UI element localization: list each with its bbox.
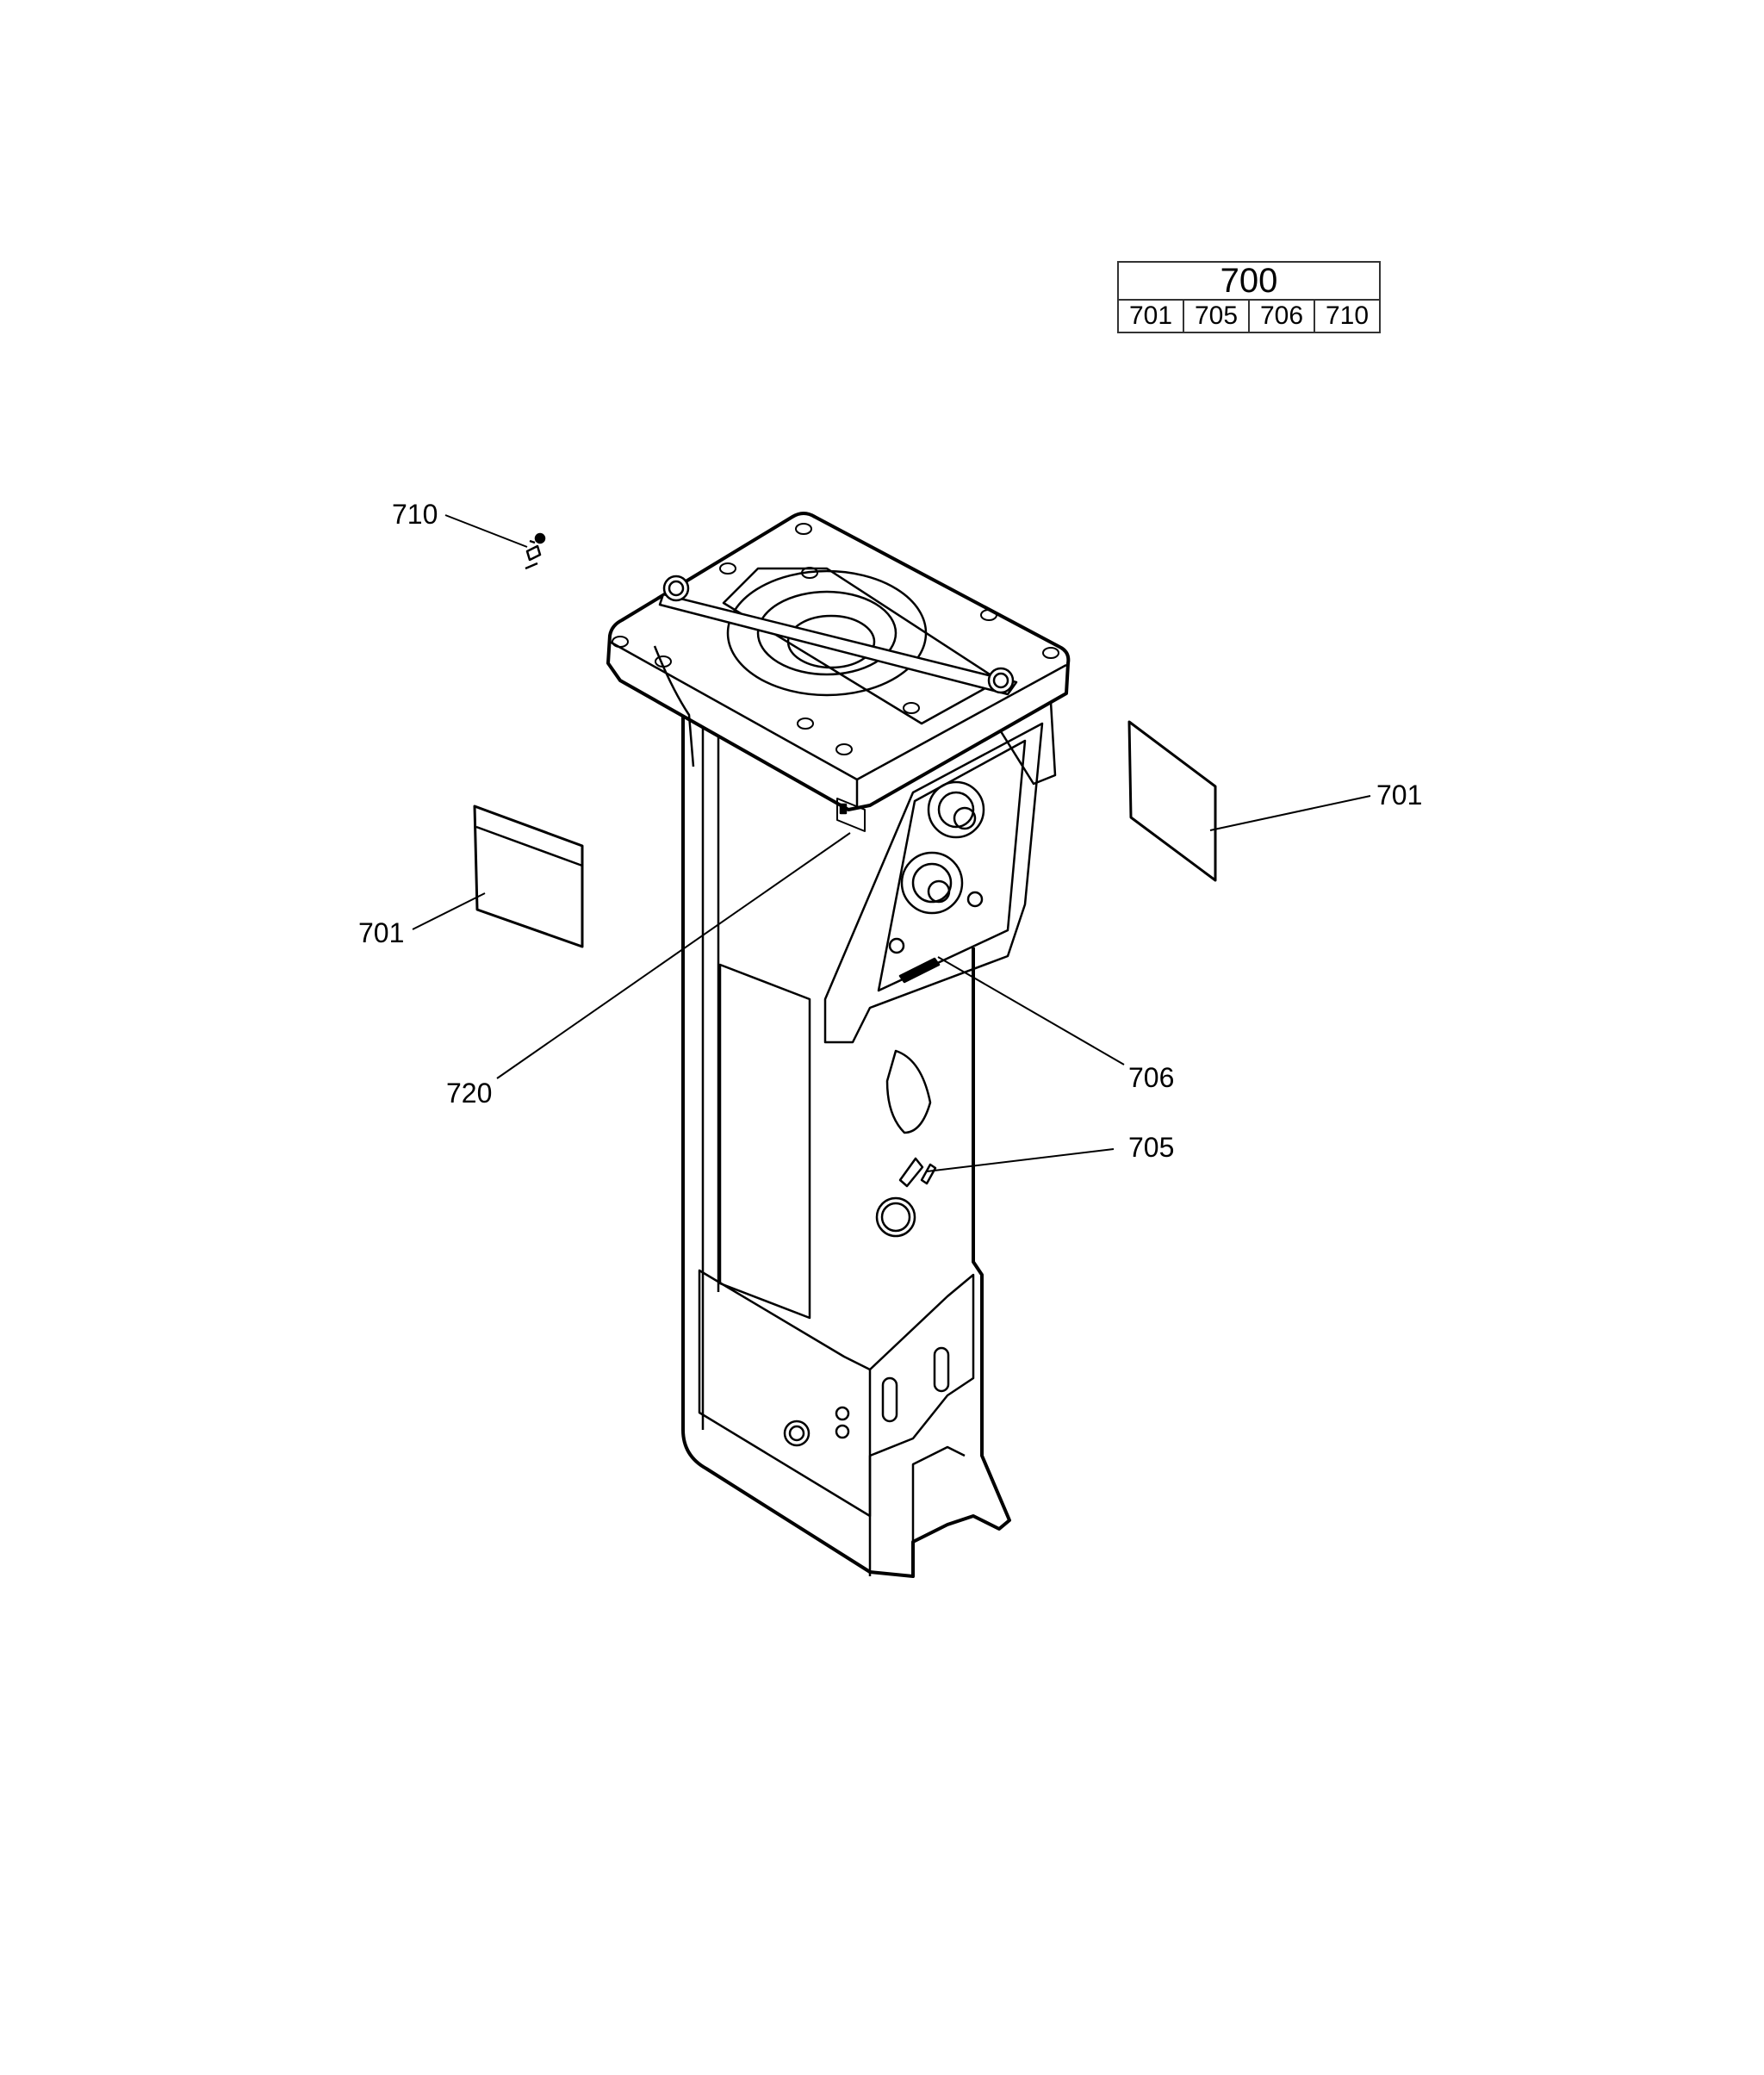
decal-701-left: [473, 805, 584, 948]
parts-reference-table: 700 701 705 706 710: [1117, 261, 1381, 333]
part-710-hardware: [525, 532, 546, 570]
item-number: 701: [1117, 299, 1184, 333]
item-number: 706: [1248, 299, 1315, 333]
callout-720: 720: [446, 1078, 493, 1109]
leader-lines: [412, 514, 1371, 1172]
item-number: 710: [1314, 299, 1381, 333]
part-706-decal: [898, 957, 941, 984]
leader-701-left: [412, 892, 486, 930]
callout-701-left: 701: [358, 917, 405, 948]
callout-710: 710: [392, 499, 438, 530]
leader-701-right: [1209, 795, 1371, 831]
part-720-nameplate: [836, 798, 866, 832]
decal-701-right: [1127, 720, 1217, 882]
breaker-body: [681, 689, 1011, 1578]
callout-706: 706: [1128, 1062, 1175, 1093]
callout-705: 705: [1128, 1132, 1175, 1163]
part-705-decal: [920, 1163, 937, 1185]
group-number: 700: [1117, 261, 1381, 301]
item-number: 705: [1183, 299, 1250, 333]
leader-710: [444, 514, 528, 548]
leader-720: [496, 832, 851, 1079]
leader-706: [937, 956, 1125, 1065]
leader-705: [926, 1148, 1115, 1172]
callout-701-right: 701: [1376, 780, 1423, 811]
top-mounting-plate: [606, 512, 1071, 811]
